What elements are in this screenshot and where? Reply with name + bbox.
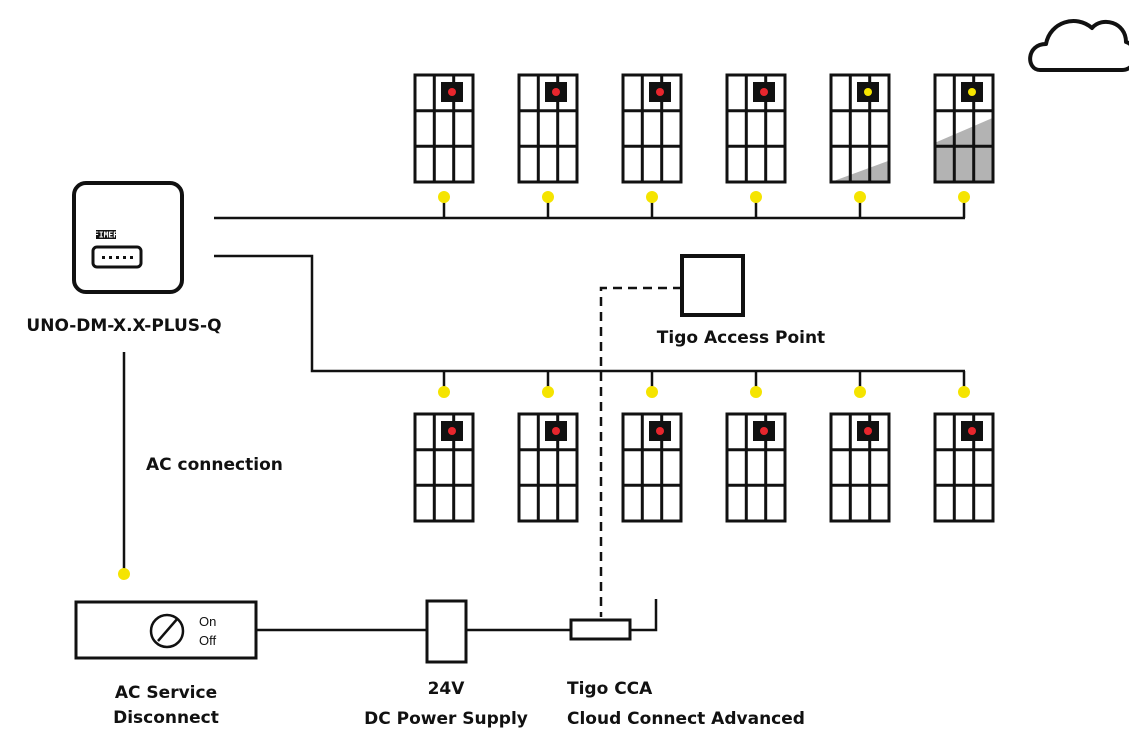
- connector-dot: [854, 386, 866, 398]
- connector-dot: [750, 386, 762, 398]
- status-led: [448, 427, 456, 435]
- status-led: [968, 427, 976, 435]
- display-dots: [102, 256, 133, 259]
- on-label: On: [199, 614, 216, 629]
- ac-connection-label: AC connection: [146, 455, 283, 475]
- top-panel-6: [933, 73, 995, 184]
- status-led: [864, 88, 872, 96]
- connector-dot: [958, 386, 970, 398]
- bottom-panel-6: [933, 412, 995, 523]
- top-panel-4: [725, 73, 787, 184]
- top-panel-2: [517, 73, 579, 184]
- bottom-panel-3: [621, 412, 683, 523]
- inverter-label: UNO-DM-X.X-PLUS-Q: [26, 316, 221, 336]
- top-panel-3: [621, 73, 683, 184]
- bottom-panel-4: [725, 412, 787, 523]
- connector-dot: [750, 191, 762, 203]
- cca-label-line1: Tigo CCA: [567, 679, 653, 699]
- shading-overlay: [935, 117, 993, 182]
- connector-dot: [646, 191, 658, 203]
- top-string-panels: [413, 73, 995, 184]
- ac-service-disconnect: On Off: [74, 600, 258, 660]
- connector-dot: [958, 191, 970, 203]
- connector-dot: [438, 386, 450, 398]
- psu-label-line1: 24V: [428, 679, 466, 699]
- access-point-dashed-link: [599, 286, 682, 617]
- bottom-panel-5: [829, 412, 891, 523]
- status-led: [656, 427, 664, 435]
- status-led: [864, 427, 872, 435]
- status-led: [968, 88, 976, 96]
- connector-dot: [438, 191, 450, 203]
- disconnect-label-line2: Disconnect: [113, 708, 219, 728]
- bottom-panel-2: [517, 412, 579, 523]
- brand-logo-text: FIMER: [94, 231, 118, 240]
- connector-drops: [438, 191, 970, 398]
- knob-pointer: [157, 617, 179, 642]
- disconnect-knob-icon: [149, 613, 185, 649]
- bottom-panel-1: [413, 412, 475, 523]
- ac-connector-dot: [118, 568, 130, 580]
- inverter: FIMER: [72, 181, 184, 294]
- tigo-access-point-label: Tigo Access Point: [657, 328, 825, 348]
- status-led: [552, 88, 560, 96]
- bottom-string-panels: [413, 412, 995, 523]
- tigo-cca: [569, 618, 632, 641]
- tigo-access-point: [680, 254, 745, 317]
- shading-overlay: [831, 160, 889, 182]
- connector-dot: [542, 191, 554, 203]
- status-led: [760, 427, 768, 435]
- connector-dot: [542, 386, 554, 398]
- cca-antenna: [630, 599, 658, 632]
- status-led: [656, 88, 664, 96]
- top-panel-5: [829, 73, 891, 184]
- connector-dot: [646, 386, 658, 398]
- brand-logo: [96, 230, 116, 239]
- string-wiring: [214, 216, 965, 373]
- top-panel-1: [413, 73, 475, 184]
- connector-dot: [854, 191, 866, 203]
- cloud-icon: [1028, 19, 1129, 72]
- status-led: [552, 427, 560, 435]
- status-led: [448, 88, 456, 96]
- off-label: Off: [199, 633, 216, 648]
- dc-power-supply: [425, 599, 468, 664]
- cca-label-line2: Cloud Connect Advanced: [567, 709, 805, 729]
- psu-label-line2: DC Power Supply: [364, 709, 528, 729]
- status-led: [760, 88, 768, 96]
- disconnect-label-line1: AC Service: [115, 683, 217, 703]
